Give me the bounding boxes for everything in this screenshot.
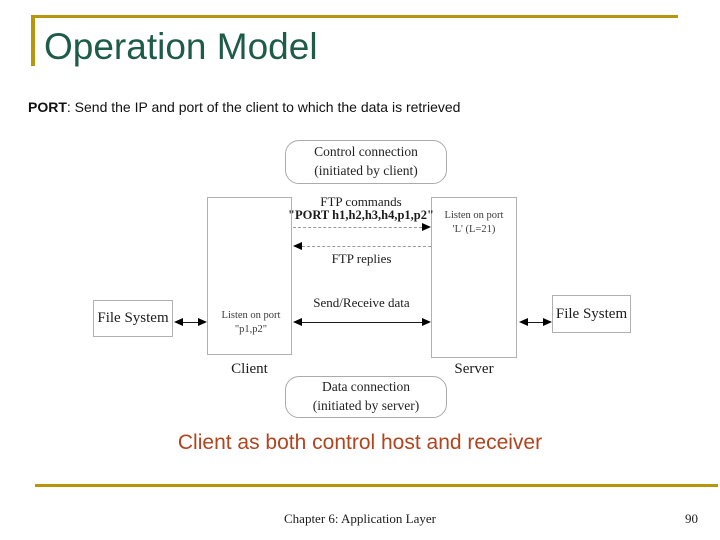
footer-accent-line [35, 484, 718, 487]
port-keyword: PORT [28, 99, 67, 115]
data-connection-line2: (initiated by server) [312, 398, 420, 413]
client-listen-line1: Listen on port [221, 310, 281, 321]
send-receive-label: Send/Receive data [313, 295, 410, 310]
control-connection-line1: Control connection [314, 144, 418, 160]
client-listen-note: Listen on port "p1,p2" [212, 309, 290, 337]
arrowhead-right-icon [422, 223, 431, 231]
server-listen-line1: Listen on port [444, 210, 504, 221]
client-box [207, 197, 292, 355]
arrow-line [293, 227, 422, 228]
arrowhead-right-icon [422, 318, 431, 326]
server-listen-note: Listen on port 'L' (L=21) [433, 209, 515, 237]
slide-title: Operation Model [44, 26, 318, 67]
arrow-line [526, 322, 544, 323]
ftp-replies-label: FTP replies [331, 251, 392, 266]
client-listen-line2: "p1,p2" [234, 324, 268, 336]
data-connection-line1: Data connection [321, 379, 411, 395]
arrowhead-left-icon [293, 242, 302, 250]
arrow-line [301, 322, 423, 323]
page-number: 90 [685, 511, 698, 526]
arrowhead-left-icon [519, 318, 528, 326]
arrowhead-right-icon [198, 318, 207, 326]
arrowhead-right-icon [543, 318, 552, 326]
footer-chapter: Chapter 6: Application Layer [284, 511, 436, 526]
arrowhead-left-icon [174, 318, 183, 326]
server-label: Server [454, 361, 494, 377]
caption: Client as both control host and receiver [177, 431, 543, 454]
server-box [431, 197, 517, 358]
arrow-line [302, 246, 431, 247]
server-listen-line2: 'L' (L=21) [452, 224, 496, 236]
arrow-line [181, 322, 199, 323]
port-description: PORT: Send the IP and port of the client… [28, 99, 460, 115]
data-connection-box: Data connection (initiated by server) [285, 376, 447, 418]
port-description-text: : Send the IP and port of the client to … [66, 99, 461, 115]
title-accent-bar [31, 15, 35, 66]
arrowhead-left-icon [293, 318, 302, 326]
client-label: Client [231, 361, 268, 377]
top-accent-line [31, 15, 678, 18]
file-system-right-box: File System [552, 295, 631, 333]
ftp-commands-label: FTP commands [320, 194, 402, 209]
file-system-left-box: File System [93, 300, 173, 337]
control-connection-line2: (initiated by client) [314, 163, 418, 178]
control-connection-box: Control connection (initiated by client) [285, 140, 447, 184]
port-command-label: "PORT h1,h2,h3,h4,p1,p2" [288, 208, 434, 222]
